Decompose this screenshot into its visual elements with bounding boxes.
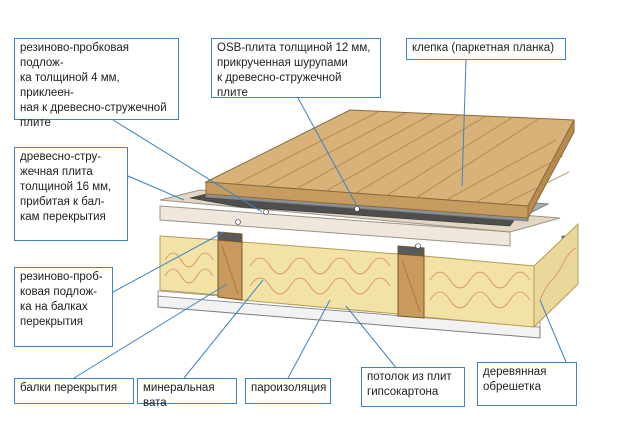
label-particle-board: древесно-стру- жечная плита толщиной 16 …	[14, 147, 128, 241]
parquet-layer	[204, 109, 575, 219]
parquet-seams	[235, 111, 570, 205]
label-drywall-ceiling: потолок из плит гипсокартона	[361, 367, 465, 407]
floor-joists	[217, 231, 425, 319]
label-osb-board: OSB-плита толщиной 12 мм, прикрученная ш…	[211, 38, 381, 99]
label-rubber-cork-board: резиново-пробковая подлож- ка толщиной 4…	[14, 38, 179, 129]
label-wood-battens: деревянная обрешетка	[477, 362, 577, 406]
callout-leaders	[73, 59, 567, 379]
screws	[235, 206, 421, 249]
insulation-pattern	[164, 247, 577, 309]
label-parquet-strip: клепка (паркетная планка)	[406, 38, 566, 60]
label-mineral-wool: минеральная вата	[137, 378, 237, 409]
label-rubber-cork-joists: резиново-проб- ковая подлож- ка на балка…	[14, 267, 113, 347]
label-floor-joists: балки перекрытия	[14, 378, 134, 404]
label-vapor-barrier: пароизоляция	[245, 378, 331, 404]
